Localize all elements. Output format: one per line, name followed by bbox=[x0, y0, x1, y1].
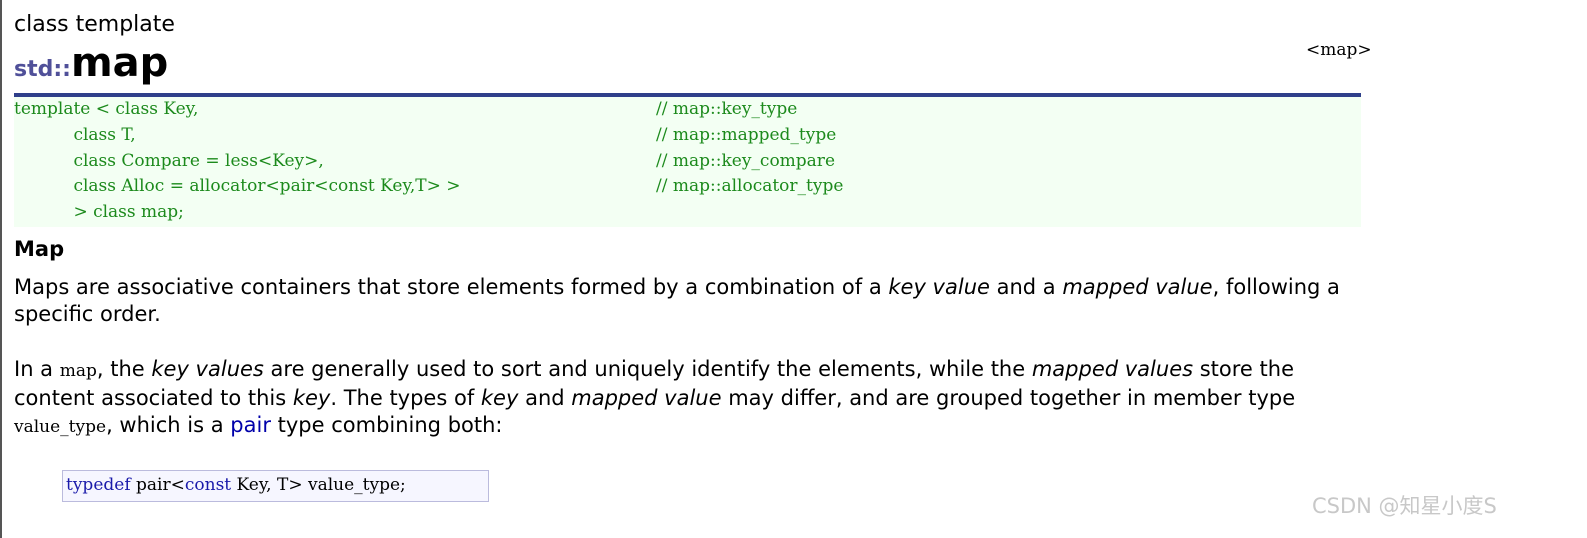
text: and bbox=[518, 386, 572, 410]
text: In a bbox=[14, 357, 60, 381]
prototype-comment: // map::mapped_type bbox=[656, 124, 837, 145]
text: . The types of bbox=[330, 386, 481, 410]
text: store the content associated to this bbox=[14, 357, 1294, 410]
header-reference: <map> bbox=[1306, 40, 1372, 60]
description-paragraph-2: In a map, the key values are generally u… bbox=[14, 356, 1374, 441]
code-term: value_type bbox=[14, 417, 107, 437]
prototype-code: class T, bbox=[14, 124, 136, 145]
prototype-code: class Compare = less<Key>, bbox=[14, 150, 324, 171]
namespace-label: std:: bbox=[14, 57, 71, 82]
term: key bbox=[292, 386, 331, 410]
prototype-comment: // map::allocator_type bbox=[656, 176, 844, 197]
text: type combining both: bbox=[270, 413, 503, 437]
term: mapped value bbox=[571, 386, 722, 410]
text: are generally used to sort and uniquely … bbox=[263, 357, 1032, 381]
left-border bbox=[0, 0, 2, 538]
term: key values bbox=[151, 357, 264, 381]
text: , which is a bbox=[106, 413, 231, 437]
prototype-comment: // map::key_type bbox=[656, 99, 798, 119]
pre-title: class template bbox=[14, 12, 175, 37]
description-paragraph-1: Maps are associative containers that sto… bbox=[14, 274, 1374, 328]
code-term: map bbox=[59, 361, 97, 381]
prototype-code: class Alloc = allocator<pair<const Key,T… bbox=[14, 176, 461, 197]
prototype-code: template < class Key, bbox=[14, 99, 199, 119]
term: key bbox=[480, 386, 519, 410]
class-name: map bbox=[70, 40, 169, 86]
term: key value bbox=[888, 275, 990, 299]
prototype-line: class Compare = less<Key>, // map::key_c… bbox=[14, 151, 1361, 177]
text: , following a specific order. bbox=[14, 275, 1340, 326]
prototype-line: class T, // map::mapped_type bbox=[14, 125, 1361, 151]
pair-link[interactable]: pair bbox=[230, 413, 271, 437]
keyword: const bbox=[184, 475, 232, 495]
page-title: std::map bbox=[14, 40, 168, 86]
prototype-block: template < class Key, // map::key_type c… bbox=[14, 97, 1361, 227]
text: and a bbox=[989, 275, 1063, 299]
term: mapped values bbox=[1031, 357, 1194, 381]
text: Maps are associative containers that sto… bbox=[14, 275, 889, 299]
term: mapped value bbox=[1062, 275, 1213, 299]
title-divider bbox=[14, 93, 1361, 97]
prototype-line: class Alloc = allocator<pair<const Key,T… bbox=[14, 176, 1361, 202]
prototype-code: > class map; bbox=[14, 202, 184, 223]
code-text: Key, T> value_type; bbox=[231, 475, 406, 495]
prototype-comment: // map::key_compare bbox=[656, 150, 835, 171]
prototype-line: > class map; bbox=[14, 202, 1361, 228]
typedef-code-block: typedef pair<const Key, T> value_type; bbox=[62, 470, 489, 502]
text: may differ, and are grouped together in … bbox=[721, 386, 1296, 410]
keyword: typedef bbox=[66, 475, 131, 495]
watermark: CSDN @知星小度S bbox=[1312, 494, 1497, 518]
code-text: pair< bbox=[130, 475, 185, 495]
prototype-line: template < class Key, // map::key_type bbox=[14, 99, 1361, 125]
text: , the bbox=[96, 357, 152, 381]
section-title: Map bbox=[14, 237, 65, 261]
